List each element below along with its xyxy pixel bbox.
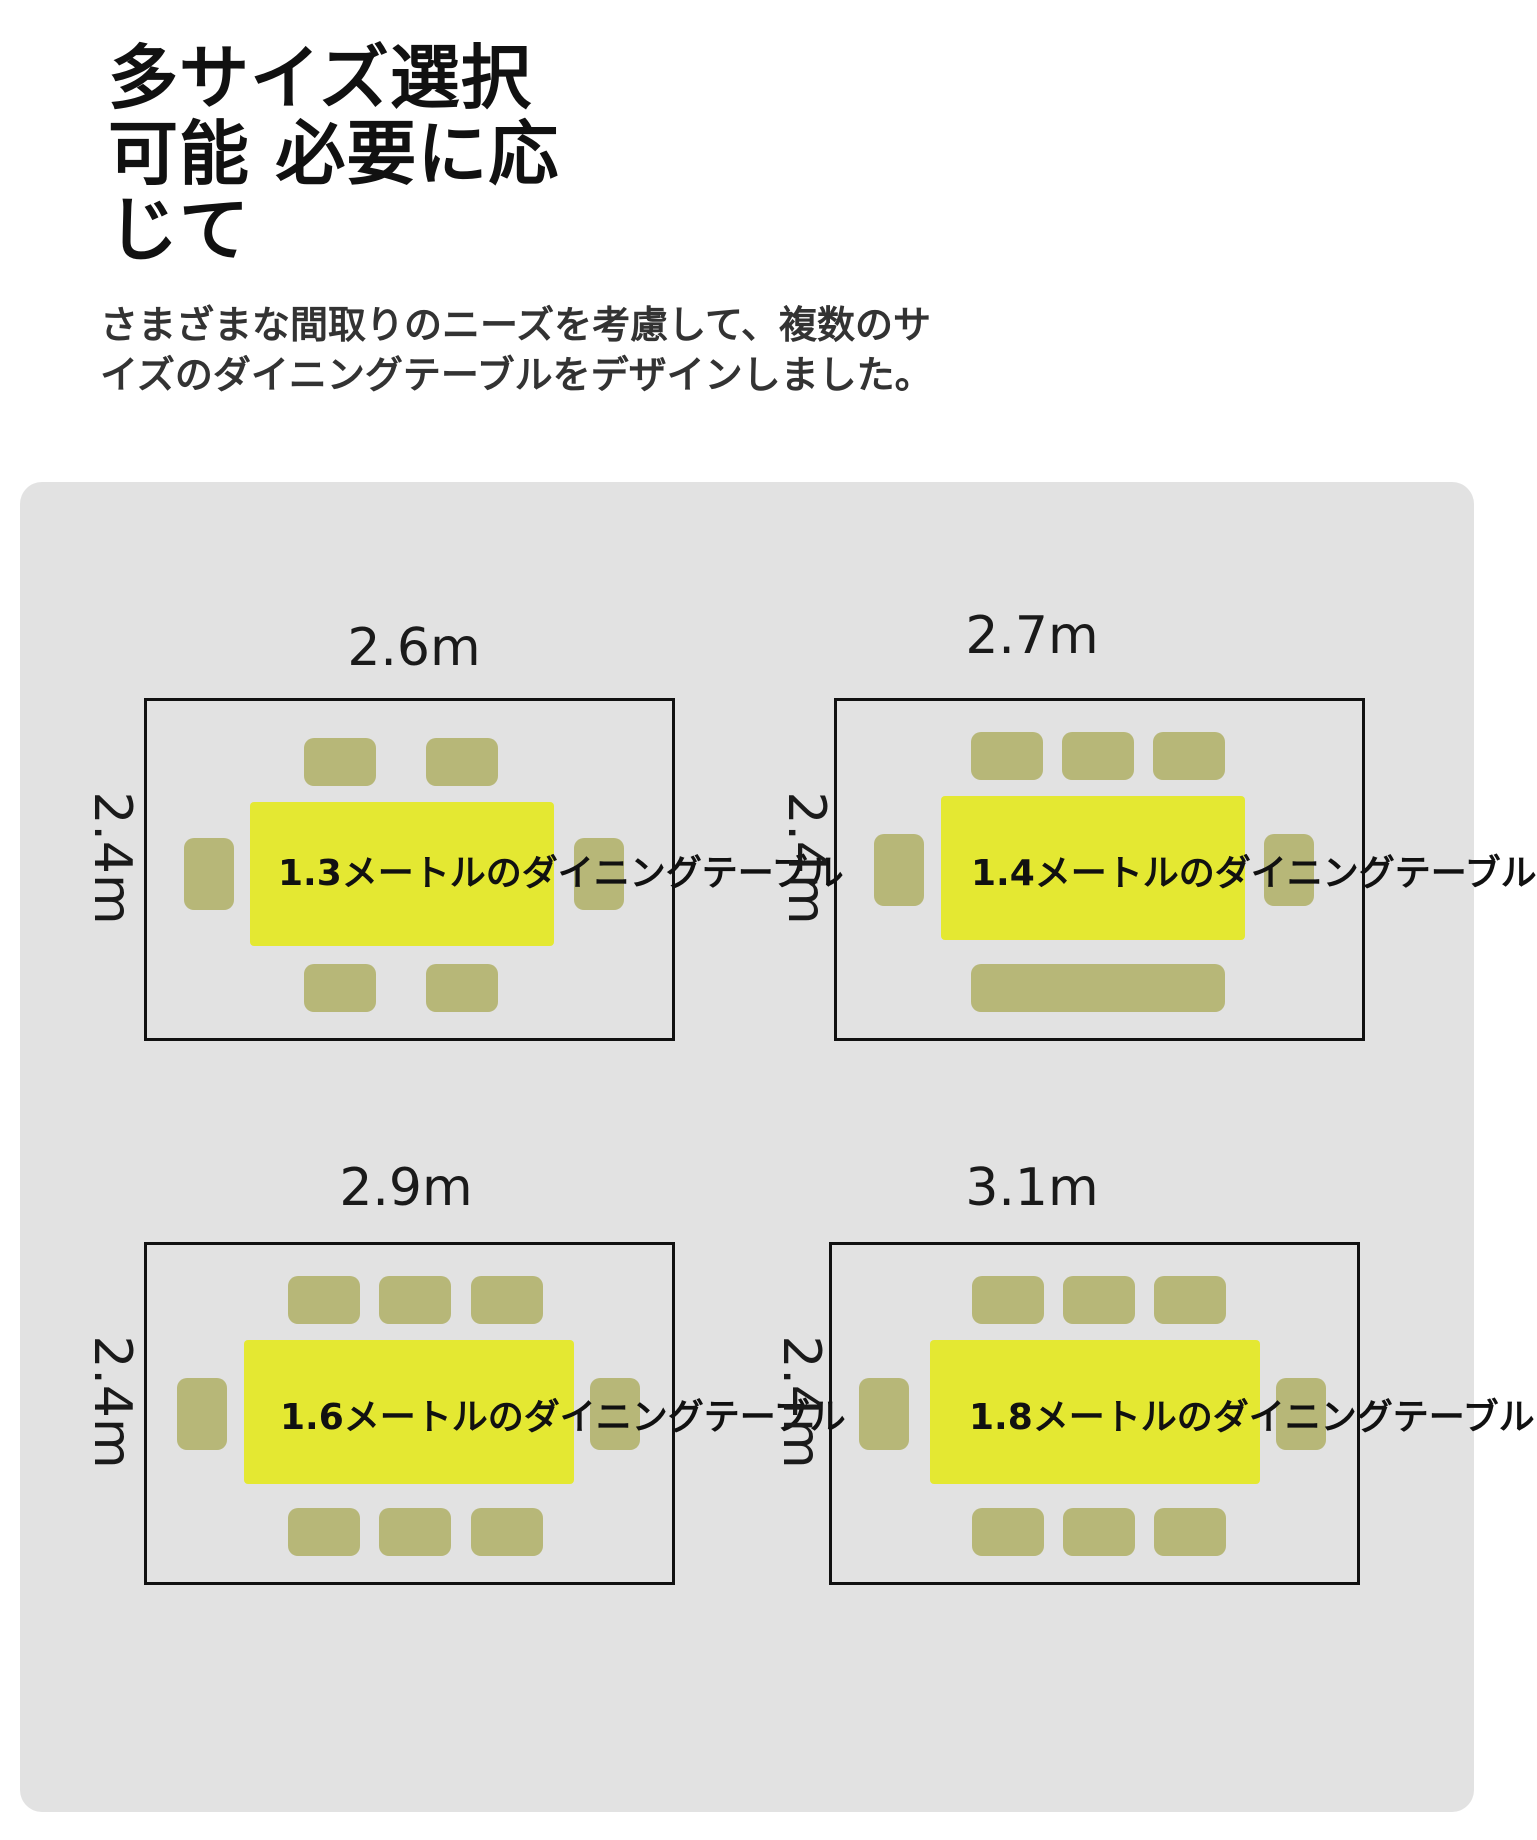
chair <box>972 1508 1044 1556</box>
chair <box>426 738 498 786</box>
bench <box>971 964 1225 1012</box>
chair <box>471 1508 543 1556</box>
chair <box>184 838 234 910</box>
room-depth-label: 2.4m <box>776 791 836 925</box>
chair <box>379 1508 451 1556</box>
chair <box>1063 1276 1135 1324</box>
chair <box>1063 1508 1135 1556</box>
room-outline <box>834 698 1365 1041</box>
room-depth-label: 2.4m <box>82 791 142 925</box>
layout-3-1m: 3.1m 2.4m 1.8メートルのダイニングテーブル <box>747 1032 1535 1697</box>
chair <box>874 834 924 906</box>
dining-table <box>941 796 1245 940</box>
chair <box>971 732 1043 780</box>
chair <box>471 1276 543 1324</box>
chair <box>177 1378 227 1450</box>
layout-2-7m: 2.7m 2.4m 1.4メートルのダイニングテーブル <box>747 482 1537 1147</box>
table-size-label: 1.4メートルのダイニングテーブル <box>971 853 1537 894</box>
chair <box>574 838 624 910</box>
subtitle-line-2: イズのダイニングテーブルをデザインしました。 <box>100 353 933 397</box>
room-outline <box>144 698 675 1041</box>
room-width-label: 2.7m <box>965 606 1099 666</box>
dining-table <box>250 802 554 946</box>
layout-2-6m: 2.6m 2.4m 1.3メートルのダイニングテーブル <box>20 482 844 1147</box>
table-size-label: 1.8メートルのダイニングテーブル <box>969 1397 1535 1438</box>
room-width-label: 2.6m <box>347 618 481 678</box>
chair <box>288 1508 360 1556</box>
chair <box>1276 1378 1326 1450</box>
dining-table <box>244 1340 574 1484</box>
chair <box>304 738 376 786</box>
subtitle: さまざまな間取りのニーズを考慮して、複数のサ イズのダイニングテーブルをデザイン… <box>100 300 1060 400</box>
room-outline <box>144 1242 675 1585</box>
chair <box>304 964 376 1012</box>
headline-line-2: 可能 必要に応 <box>108 113 560 195</box>
room-depth-label: 2.4m <box>771 1335 831 1469</box>
layout-diagram-panel: 2.6m 2.4m 1.3メートルのダイニングテーブル 2.7m 2.4m 1.… <box>20 482 1537 1812</box>
headline-line-1: 多サイズ選択 <box>108 37 532 119</box>
room-width-label: 3.1m <box>965 1158 1099 1218</box>
chair <box>1264 834 1314 906</box>
table-size-label: 1.6メートルのダイニングテーブル <box>280 1397 846 1438</box>
chair <box>1154 1508 1226 1556</box>
room-outline <box>829 1242 1360 1585</box>
table-size-label: 1.3メートルのダイニングテーブル <box>278 853 844 894</box>
chair <box>426 964 498 1012</box>
layout-2-9m: 2.9m 2.4m 1.6メートルのダイニングテーブル <box>20 1032 846 1697</box>
headline: 多サイズ選択 可能 必要に応 じて <box>108 40 568 268</box>
chair <box>379 1276 451 1324</box>
dining-table <box>930 1340 1260 1484</box>
chair <box>590 1378 640 1450</box>
subtitle-line-1: さまざまな間取りのニーズを考慮して、複数のサ <box>100 303 932 347</box>
room-width-label: 2.9m <box>339 1158 473 1218</box>
chair <box>288 1276 360 1324</box>
chair <box>972 1276 1044 1324</box>
chair <box>1154 1276 1226 1324</box>
chair <box>859 1378 909 1450</box>
room-depth-label: 2.4m <box>82 1335 142 1469</box>
headline-line-3: じて <box>108 189 250 271</box>
chair <box>1062 732 1134 780</box>
chair <box>1153 732 1225 780</box>
